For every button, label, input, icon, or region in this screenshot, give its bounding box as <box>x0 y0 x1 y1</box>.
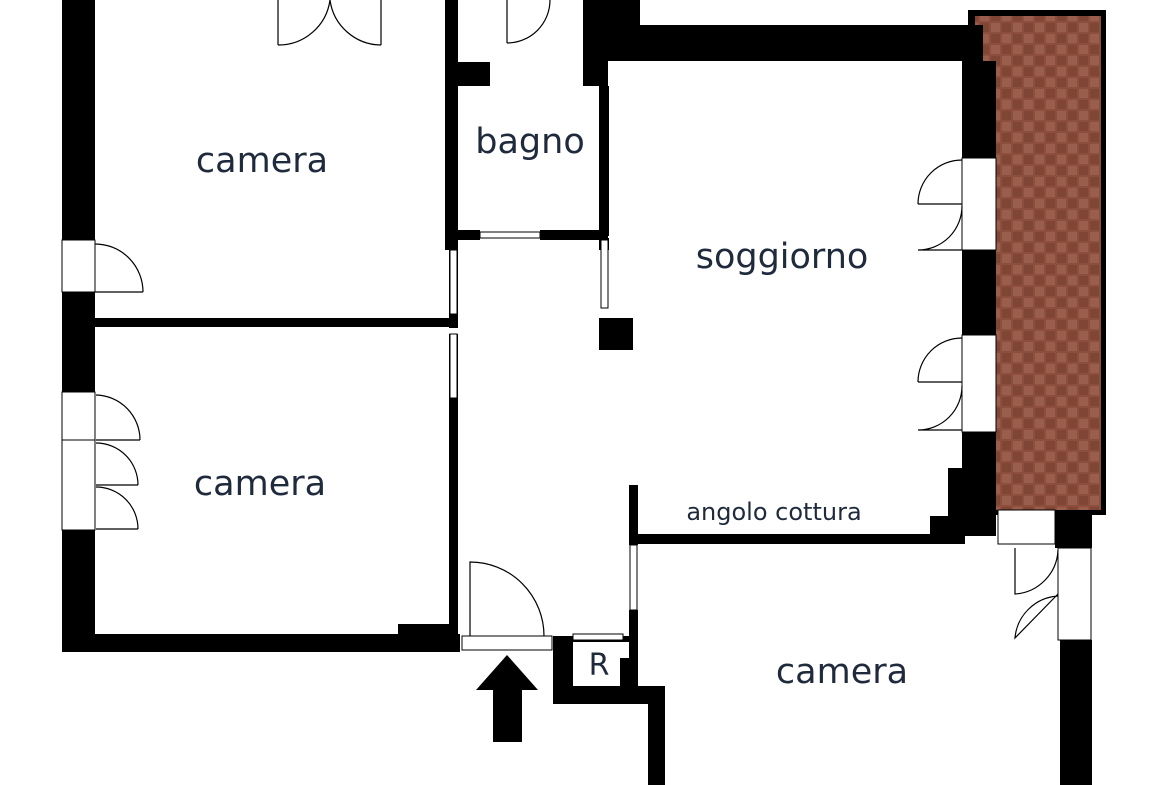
label-soggiorno: soggiorno <box>696 237 869 277</box>
label-camera-mid-left: camera <box>194 464 326 504</box>
walls <box>62 0 1092 785</box>
door-swings <box>94 0 1059 640</box>
label-camera-top-left: camera <box>196 141 328 181</box>
label-bagno: bagno <box>475 122 584 162</box>
openings <box>61 157 1092 651</box>
entrance-arrow-icon <box>476 655 538 742</box>
label-ripostiglio: R <box>589 648 610 683</box>
label-angolo-cottura: angolo cottura <box>686 498 861 526</box>
label-camera-bottom-right: camera <box>776 652 908 692</box>
